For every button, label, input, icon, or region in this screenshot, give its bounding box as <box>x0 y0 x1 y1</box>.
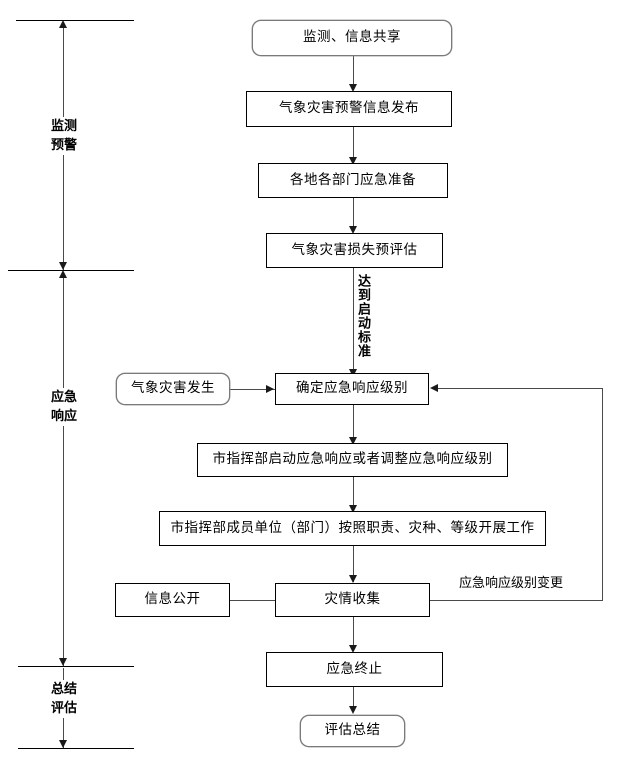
feedback-loop-right-segment <box>602 388 604 601</box>
phase-label-response-line2: 响应 <box>50 409 77 424</box>
phase-label-response: 应急 响应 <box>34 388 94 426</box>
node-disaster-occurrence[interactable]: 气象灾害发生 <box>116 373 230 405</box>
node-emergency-termination-label: 应急终止 <box>326 660 383 677</box>
node-loss-preassessment[interactable]: 气象灾害损失预评估 <box>266 233 443 268</box>
node-assessment-summary[interactable]: 评估总结 <box>300 715 405 747</box>
node-assessment-summary-label: 评估总结 <box>324 722 381 739</box>
phase-divider-lower <box>18 666 134 668</box>
connector-n1-n2 <box>353 56 355 90</box>
connector-n5-n6 <box>230 389 275 391</box>
phase-axis-response <box>63 272 65 666</box>
node-warning-release-label: 气象灾害预警信息发布 <box>279 100 419 117</box>
phase-label-summary: 总结 评估 <box>34 680 94 718</box>
phase-label-monitor: 监测 预警 <box>34 117 94 155</box>
connector-n3-n4 <box>353 198 355 232</box>
node-determine-response-level-label: 确定应急响应级别 <box>296 380 408 397</box>
connector-n7-n8 <box>353 477 355 511</box>
node-warning-release[interactable]: 气象灾害预警信息发布 <box>246 91 452 127</box>
connector-n11-n12 <box>353 687 355 711</box>
node-disaster-data-collection[interactable]: 灾情收集 <box>275 583 430 617</box>
phase-arrow-response-up <box>59 270 67 278</box>
node-information-disclosure-label: 信息公开 <box>144 591 201 608</box>
arrowhead-n7-n8 <box>349 505 357 513</box>
node-information-disclosure[interactable]: 信息公开 <box>115 583 230 617</box>
phase-label-summary-line1: 总结 <box>50 682 77 697</box>
arrowhead-feedback-n6 <box>430 384 438 392</box>
node-local-dept-preparation-label: 各地各部门应急准备 <box>290 171 416 188</box>
connector-n8-n10 <box>353 546 355 582</box>
connector-n9-n10 <box>230 600 275 602</box>
node-city-hq-activate-adjust-label: 市指挥部启动应急响应或者调整应急响应级别 <box>212 451 493 468</box>
node-member-units-work[interactable]: 市指挥部成员单位（部门）按照职责、灾种、等级开展工作 <box>159 511 546 546</box>
node-local-dept-preparation[interactable]: 各地各部门应急准备 <box>258 163 448 198</box>
connector-n4-n6 <box>353 268 355 378</box>
edge-label-threshold: 达到启动标准 <box>355 274 370 358</box>
node-city-hq-activate-adjust[interactable]: 市指挥部启动应急响应或者调整应急响应级别 <box>197 443 508 477</box>
feedback-loop-top-segment <box>437 388 603 390</box>
phase-label-monitor-line1: 监测 <box>50 119 77 134</box>
phase-label-response-line1: 应急 <box>50 390 77 405</box>
arrowhead-n10-n11 <box>349 645 357 653</box>
connector-n6-n7 <box>353 405 355 443</box>
phase-divider-bottom <box>18 748 134 750</box>
arrowhead-n5-n6 <box>266 385 274 393</box>
phase-divider-middle <box>8 270 134 272</box>
arrowhead-n3-n4 <box>349 226 357 234</box>
arrowhead-n6-n7 <box>349 437 357 445</box>
phase-arrow-response-down <box>59 658 67 666</box>
node-monitoring-info-sharing[interactable]: 监测、信息共享 <box>252 20 452 56</box>
node-disaster-data-collection-label: 灾情收集 <box>324 591 381 608</box>
arrowhead-n1-n2 <box>349 84 357 92</box>
node-disaster-occurrence-label: 气象灾害发生 <box>131 380 215 397</box>
phase-label-monitor-line2: 预警 <box>50 138 77 153</box>
edge-label-level-change: 应急响应级别变更 <box>459 576 564 591</box>
node-emergency-termination[interactable]: 应急终止 <box>266 652 443 687</box>
phase-divider-top <box>16 20 134 22</box>
phase-arrow-summary-down <box>59 740 67 748</box>
arrowhead-n11-n12 <box>349 706 357 714</box>
arrowhead-n8-n10 <box>349 575 357 583</box>
node-member-units-work-label: 市指挥部成员单位（部门）按照职责、灾种、等级开展工作 <box>170 519 535 536</box>
phase-arrow-monitor-down <box>59 262 67 270</box>
node-determine-response-level[interactable]: 确定应急响应级别 <box>275 373 429 405</box>
phase-label-summary-line2: 评估 <box>50 701 77 716</box>
phase-arrow-monitor-up <box>59 20 67 28</box>
feedback-loop-bottom-segment <box>430 600 603 602</box>
connector-n10-n11 <box>353 617 355 651</box>
arrowhead-n2-n3 <box>349 157 357 165</box>
connector-n2-n3 <box>353 127 355 163</box>
node-monitoring-info-sharing-label: 监测、信息共享 <box>303 29 401 46</box>
node-loss-preassessment-label: 气象灾害损失预评估 <box>291 241 418 258</box>
